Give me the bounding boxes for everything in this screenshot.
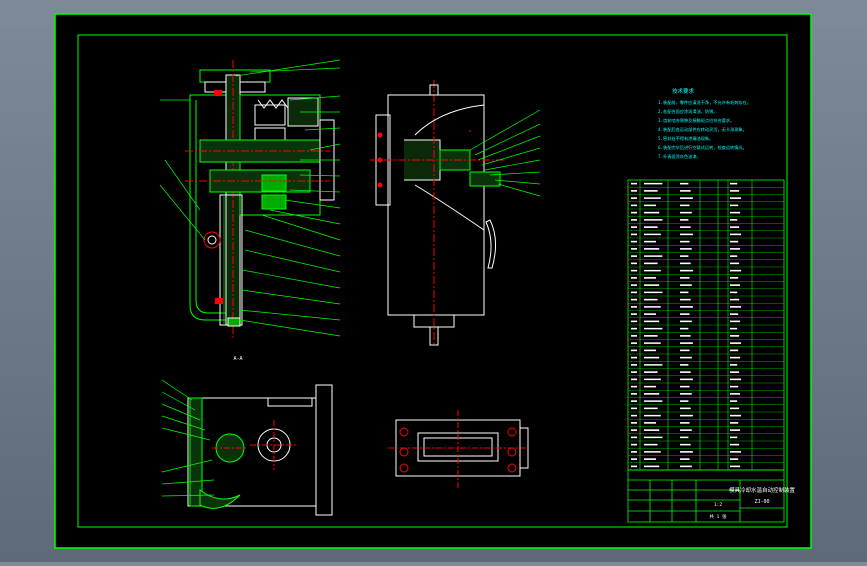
title-block-name: 模具冷却水温自动控制装置 bbox=[729, 486, 796, 494]
bottom-section-view bbox=[187, 384, 333, 516]
note-line: 6.装配完毕后进行空载试运转，检查运转情况。 bbox=[658, 144, 747, 151]
bottom-view-leaders bbox=[161, 379, 215, 497]
note-line: 5.密封处不得有渗漏油现象。 bbox=[658, 135, 713, 142]
side-view bbox=[370, 80, 505, 346]
drawing-sheet bbox=[54, 13, 812, 549]
note-line: 4.装配后各运动部件应转动灵活，无卡滞现象。 bbox=[658, 126, 747, 133]
side-view-leaders bbox=[469, 109, 541, 197]
main-view-label: A-A bbox=[233, 356, 242, 362]
technical-notes: 技术要求 1.装配前，零件应清洗干净，不允许有毛刺存在。 2.各配合面应涂润滑油… bbox=[658, 87, 751, 160]
note-line: 2.各配合面应涂润滑油，防锈。 bbox=[658, 108, 717, 115]
title-block-sheet: 共 1 张 bbox=[709, 513, 727, 520]
note-line: 1.装配前，零件应清洗干净，不允许有毛刺存在。 bbox=[658, 99, 751, 106]
parts-list-table bbox=[627, 179, 785, 471]
title-block-scale: 1:2 bbox=[714, 502, 722, 508]
note-line: 3.齿轮啮合侧隙及接触斑点应符合要求。 bbox=[658, 117, 734, 124]
drawing-border bbox=[77, 34, 788, 528]
title-block-drawing-no: ZJ-00 bbox=[754, 499, 769, 505]
title-block: 模具冷却水温自动控制装置 ZJ-00 1:2 共 1 张 bbox=[627, 469, 796, 523]
note-line: 7.外表面涂灰色油漆。 bbox=[658, 153, 701, 160]
main-section-view bbox=[185, 60, 335, 340]
top-view bbox=[388, 410, 529, 488]
notes-title: 技术要求 bbox=[672, 87, 695, 95]
main-view-leaders bbox=[159, 59, 341, 337]
